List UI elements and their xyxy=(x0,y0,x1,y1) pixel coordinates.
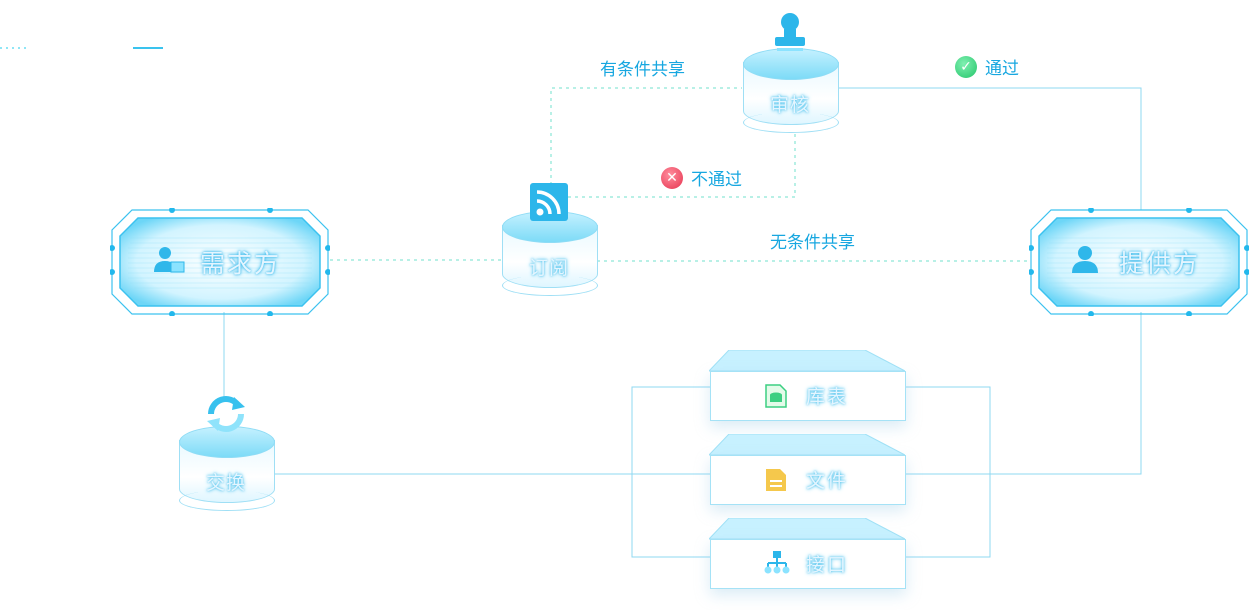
document-icon xyxy=(764,467,788,497)
refresh-icon xyxy=(205,394,245,434)
subscribe-label: 订阅 xyxy=(528,257,569,279)
resource-db-table[interactable]: 库表 xyxy=(709,350,906,421)
resource-bracket-right xyxy=(904,386,991,558)
resource-file[interactable]: 文件 xyxy=(709,434,906,505)
review-label: 审核 xyxy=(769,94,810,116)
node-subscribe[interactable]: 订阅 xyxy=(502,183,598,297)
database-file-icon xyxy=(764,383,788,413)
rss-icon xyxy=(530,183,570,223)
resource-interface[interactable]: 接口 xyxy=(709,518,906,589)
label-approved-text: 通过 xyxy=(985,59,1019,79)
edge-conditional xyxy=(550,87,742,185)
node-demander[interactable]: 需求方 xyxy=(110,208,330,316)
label-unconditional-share: 无条件共享 xyxy=(770,233,855,253)
cross-icon: ✕ xyxy=(661,166,683,189)
label-rejected-text: 不通过 xyxy=(691,170,742,190)
demander-label: 需求方 xyxy=(200,249,282,278)
resource-bracket-left xyxy=(631,386,710,558)
node-transform[interactable]: 交换 xyxy=(179,396,275,512)
octagon-frame xyxy=(110,208,330,316)
label-approved: ✓ 通过 xyxy=(955,54,1019,79)
label-rejected: ✕ 不通过 xyxy=(661,165,742,190)
edge-approved xyxy=(838,87,1142,210)
node-review[interactable]: 审核 xyxy=(743,13,839,134)
node-provider[interactable]: 提供方 xyxy=(1029,208,1249,316)
edge-provider-resources xyxy=(904,312,1142,475)
edge-rejected xyxy=(568,134,796,198)
provider-label: 提供方 xyxy=(1119,249,1201,278)
octagon-frame xyxy=(1029,208,1249,316)
check-icon: ✓ xyxy=(955,55,977,78)
transform-label: 交换 xyxy=(205,472,246,494)
hierarchy-icon xyxy=(764,551,790,579)
resource-label: 接口 xyxy=(806,554,849,576)
stamp-icon xyxy=(773,12,813,52)
label-conditional-share: 有条件共享 xyxy=(600,60,685,80)
resource-label: 文件 xyxy=(806,470,849,492)
resource-label: 库表 xyxy=(806,386,849,408)
